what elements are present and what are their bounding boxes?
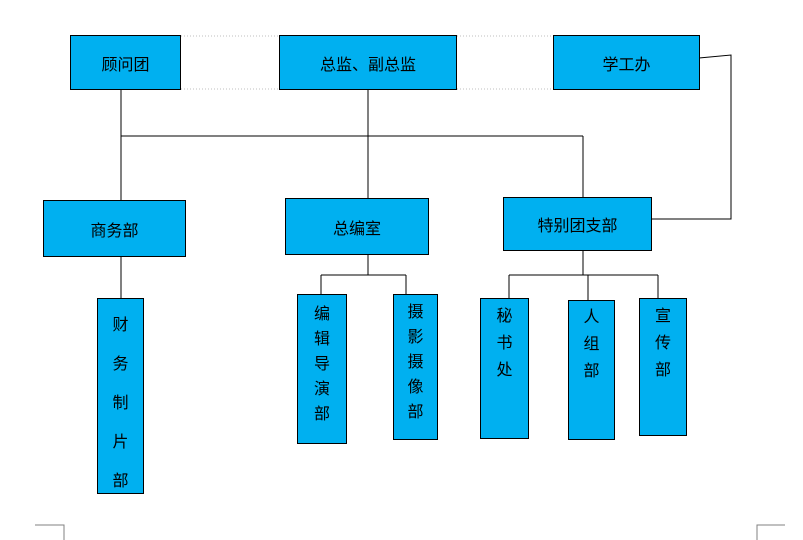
secretariat-box: 秘 书 处: [480, 298, 529, 439]
editing-directing-box: 编 辑 导 演 部: [297, 294, 347, 444]
photography-dept-box: 摄 影 摄 像 部: [393, 294, 438, 440]
special-league-branch-label: 特别团支部: [537, 216, 618, 235]
advisors-label: 顾问团: [101, 54, 150, 74]
finance-production-char: 务: [112, 354, 129, 373]
editing-directing-char: 辑: [313, 329, 330, 348]
publicity-dept-char: 传: [654, 333, 671, 352]
business-dept-label: 商务部: [90, 220, 139, 240]
page-corner-mark-right: [756, 524, 785, 540]
editorial-office-box: 总编室: [285, 198, 429, 255]
finance-production-char: 片: [112, 432, 129, 451]
finance-production-char: 财: [112, 315, 129, 334]
personnel-dept-char: 组: [583, 334, 600, 353]
student-office-label: 学工办: [602, 54, 651, 74]
page-corner-mark-left: [35, 524, 65, 540]
photography-dept-char: 像: [407, 377, 424, 396]
business-dept-box: 商务部: [43, 200, 186, 257]
editing-directing-char: 编: [313, 304, 330, 323]
secretariat-char: 秘: [496, 306, 513, 325]
photography-dept-char: 部: [407, 402, 424, 421]
photography-dept-char: 影: [407, 327, 424, 346]
student-office-box: 学工办: [553, 35, 700, 90]
editing-directing-char: 导: [313, 354, 330, 373]
editorial-office-label: 总编室: [332, 218, 381, 238]
finance-production-box: 财 务 制 片 部: [97, 298, 144, 494]
personnel-dept-char: 人: [583, 307, 600, 326]
secretariat-char: 处: [496, 360, 513, 379]
finance-production-char: 制: [112, 393, 129, 412]
advisors-box: 顾问团: [70, 35, 181, 90]
directors-label: 总监、副总监: [319, 54, 416, 74]
special-league-branch-box: 特别团支部: [503, 197, 652, 251]
personnel-dept-char: 部: [583, 361, 600, 380]
publicity-dept-box: 宣 传 部: [639, 298, 687, 436]
secretariat-char: 书: [496, 333, 513, 352]
directors-box: 总监、副总监: [279, 35, 457, 90]
editing-directing-char: 部: [313, 404, 330, 423]
photography-dept-char: 摄: [407, 352, 424, 371]
personnel-dept-box: 人 组 部: [568, 300, 615, 440]
publicity-dept-char: 宣: [654, 306, 671, 325]
editing-directing-char: 演: [313, 379, 330, 398]
photography-dept-char: 摄: [407, 302, 424, 321]
finance-production-char: 部: [112, 471, 129, 490]
publicity-dept-char: 部: [654, 360, 671, 379]
connector-student-office: [651, 54, 732, 220]
